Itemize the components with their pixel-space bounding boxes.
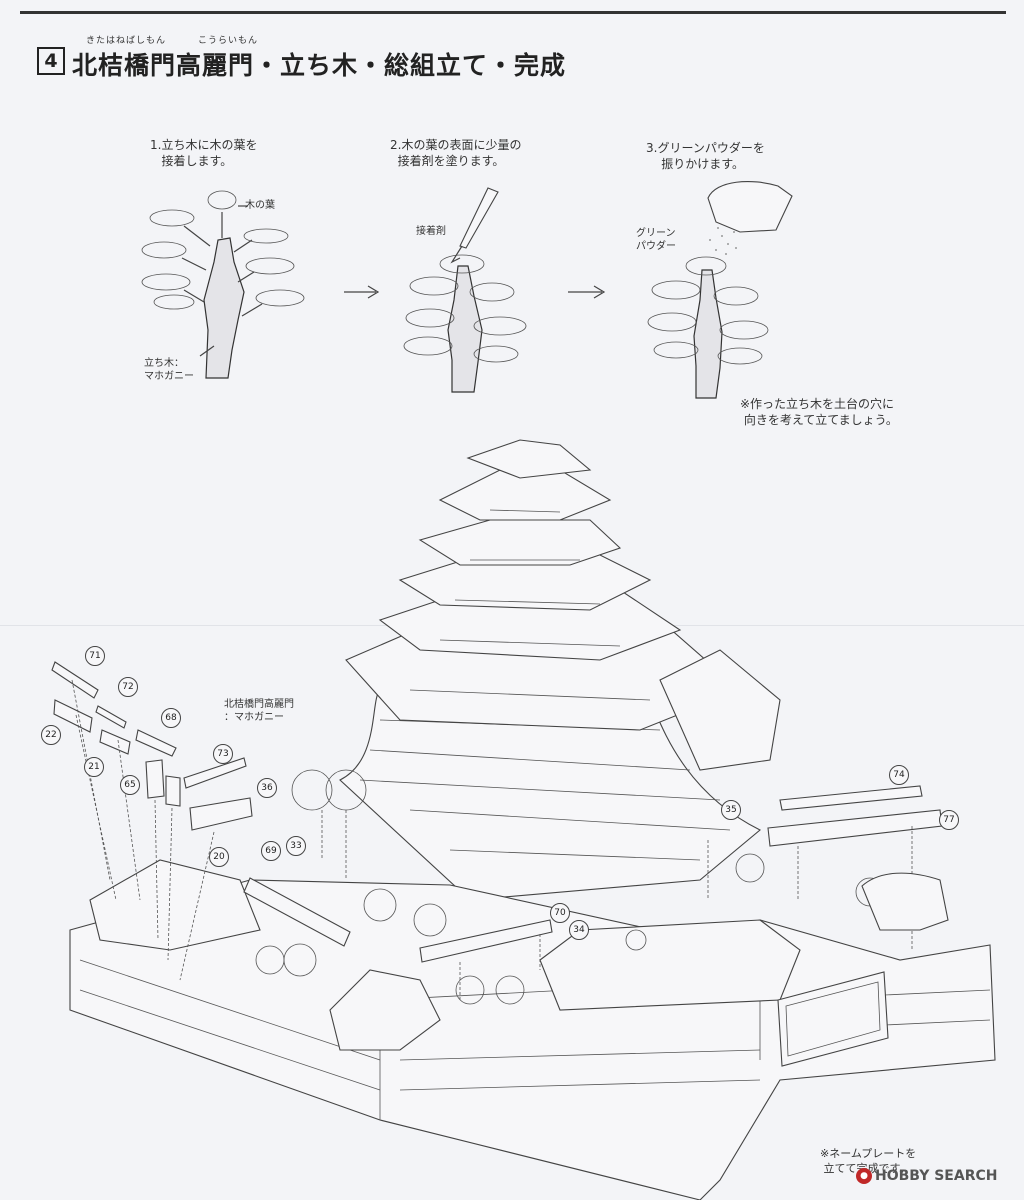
part-number: 35 — [721, 800, 741, 820]
step-number-badge: 4 — [37, 47, 65, 75]
hand-placing-tree-icon — [861, 872, 949, 931]
tree-step1-drawing — [141, 190, 305, 379]
page-title: 北桔橋門高麗門・立ち木・総組立て・完成 — [72, 51, 567, 80]
step-3-text: 3.グリーンパウダーを 振りかけます。 — [646, 141, 765, 171]
part-number: 68 — [161, 708, 181, 728]
step-2-text: 2.木の葉の表面に少量の 接着剤を塗ります。 — [390, 138, 522, 168]
watermark-text: HOBBY SEARCH — [875, 1168, 998, 1184]
label-adhesive: 接着剤 — [416, 226, 446, 237]
top-rule — [20, 11, 1006, 14]
part-number: 73 — [213, 744, 233, 764]
ruby-kouraimon: こうらいもん — [198, 36, 259, 46]
ruby-kitahanebashimon: きたはねばしもん — [86, 36, 167, 46]
arrow-2-icon — [568, 285, 606, 299]
part-number: 22 — [41, 725, 61, 745]
label-konoha: 木の葉 — [245, 200, 275, 211]
part-number: 72 — [118, 677, 138, 697]
green-powder-particles — [709, 227, 737, 255]
step-1-text: 1.立ち木に木の葉を 接着します。 — [150, 138, 258, 168]
nameplate-drawing — [777, 971, 889, 1067]
label-green-powder: グリーン パウダー — [636, 228, 676, 252]
part-number: 20 — [209, 847, 229, 867]
label-gate-material: 北桔橋門高麗門 ：マホガニー — [224, 699, 294, 723]
part-number: 74 — [889, 765, 909, 785]
castle-drawing — [51, 439, 996, 1200]
part-number: 71 — [85, 646, 105, 666]
label-tachiki: 立ち木： マホガニー — [144, 358, 194, 382]
part-number: 36 — [257, 778, 277, 798]
part-number: 33 — [286, 836, 306, 856]
hobby-search-logo-icon: ● — [856, 1168, 872, 1184]
part-number: 34 — [569, 920, 589, 940]
tree-step2-drawing — [403, 187, 527, 393]
tree-step3-drawing — [647, 181, 793, 399]
tree-placement-note: ※作った立ち木を土台の穴に 向きを考えて立てましょう。 — [740, 397, 898, 427]
hand-icon — [707, 181, 793, 233]
hobby-search-watermark: ●HOBBY SEARCH — [856, 1168, 997, 1184]
part-number: 69 — [261, 841, 281, 861]
part-number: 65 — [120, 775, 140, 795]
part-number: 77 — [939, 810, 959, 830]
arrow-1-icon — [344, 285, 380, 299]
part-number: 21 — [84, 757, 104, 777]
part-number: 70 — [550, 903, 570, 923]
